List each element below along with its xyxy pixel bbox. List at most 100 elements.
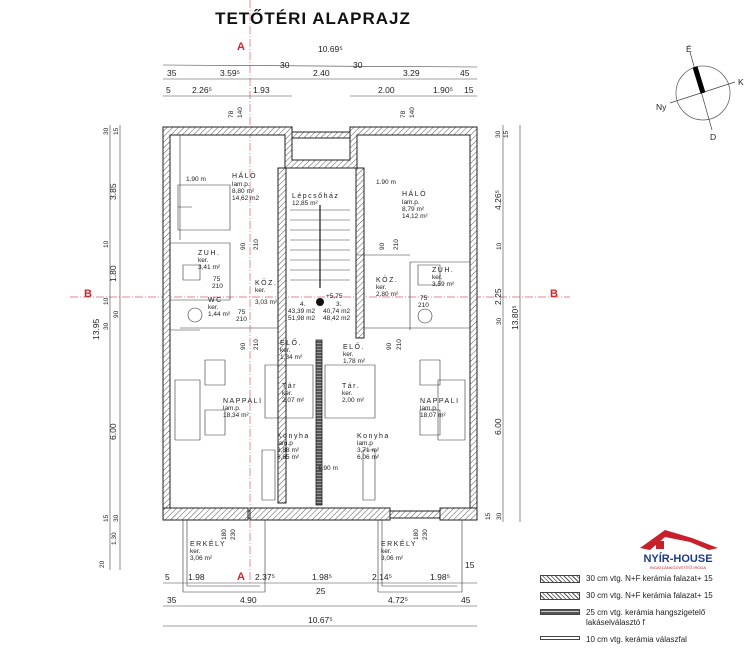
svg-text:+5,75: +5,75: [326, 293, 343, 300]
svg-text:90: 90: [240, 342, 247, 350]
svg-text:1.98: 1.98: [188, 572, 205, 582]
svg-text:HÁLÓ: HÁLÓ: [232, 171, 257, 180]
svg-text:ker.: ker.: [208, 304, 219, 311]
svg-text:45: 45: [460, 68, 470, 78]
svg-text:30: 30: [103, 127, 110, 135]
section-mark-a-top: A: [237, 41, 245, 53]
svg-text:15: 15: [103, 514, 110, 522]
svg-text:12,85 m²: 12,85 m²: [292, 200, 318, 207]
svg-text:14,12 m²: 14,12 m²: [402, 213, 428, 220]
svg-text:1.90 m: 1.90 m: [376, 179, 396, 186]
svg-text:2.37⁵: 2.37⁵: [255, 572, 275, 582]
svg-text:40,74 m2: 40,74 m2: [323, 308, 350, 315]
svg-text:lam.p: lam.p: [357, 440, 373, 447]
svg-text:ker.: ker.: [376, 284, 387, 291]
svg-text:210: 210: [393, 239, 400, 250]
room-nappali-left: NAPPALI lam.p. 18,34 m²: [223, 398, 263, 419]
svg-text:2.14⁵: 2.14⁵: [372, 572, 392, 582]
svg-text:13.80⁵: 13.80⁵: [510, 305, 520, 330]
svg-text:45: 45: [461, 595, 471, 605]
svg-text:25: 25: [316, 586, 326, 596]
room-wc-left: WC ker. 1,44 m²: [208, 297, 231, 318]
svg-text:4.26⁵: 4.26⁵: [493, 190, 503, 210]
svg-text:1.80: 1.80: [108, 265, 118, 282]
svg-text:180: 180: [221, 529, 228, 540]
svg-text:Tár: Tár: [282, 383, 297, 390]
svg-text:ERKÉLY: ERKÉLY: [381, 539, 417, 548]
svg-text:3,59 m²: 3,59 m²: [432, 281, 455, 288]
svg-text:6.00: 6.00: [493, 418, 503, 435]
svg-text:Ny: Ny: [656, 102, 667, 112]
svg-text:lam.p.: lam.p.: [223, 405, 241, 412]
svg-text:15: 15: [485, 512, 492, 520]
svg-text:10: 10: [103, 240, 110, 248]
wall-legend: 30 cm vtg. N+F kerámia falazat+ 15 30 cm…: [540, 574, 750, 652]
svg-text:lam.p.: lam.p.: [420, 405, 438, 412]
svg-text:2,80 m²: 2,80 m²: [376, 291, 399, 298]
svg-text:78: 78: [228, 110, 235, 118]
svg-text:15: 15: [503, 130, 510, 138]
svg-text:É: É: [686, 44, 692, 54]
svg-text:3,06 m²: 3,06 m²: [381, 555, 404, 562]
room-erkely-right: ERKÉLY ker. 3,06 m²: [381, 539, 417, 562]
svg-text:Tár.: Tár.: [342, 383, 360, 390]
svg-text:230: 230: [422, 529, 429, 540]
svg-text:ker.: ker.: [342, 390, 353, 397]
svg-text:30: 30: [103, 322, 110, 330]
room-konyha-left: Konyha lam.p 3,88 m² 6,65 m²: [277, 433, 308, 461]
svg-text:ker.: ker.: [432, 274, 443, 281]
dimensions-top: 10.69⁵ 35 3.59⁵ 30 2.40 30 3.29 45 5 2.2…: [162, 44, 478, 118]
svg-text:2.26⁵: 2.26⁵: [192, 85, 212, 95]
svg-text:Konyha: Konyha: [357, 433, 390, 440]
svg-text:1,84 m²: 1,84 m²: [280, 354, 303, 361]
svg-text:210: 210: [418, 302, 429, 309]
svg-text:2,07 m²: 2,07 m²: [282, 397, 305, 404]
svg-text:KÖZ.: KÖZ.: [255, 279, 277, 287]
svg-text:KÖZ.: KÖZ.: [376, 276, 398, 284]
svg-text:210: 210: [396, 339, 403, 350]
section-mark-a-bottom: A: [237, 571, 245, 583]
svg-text:3,06 m²: 3,06 m²: [190, 555, 213, 562]
svg-text:10.67⁵: 10.67⁵: [308, 615, 333, 625]
room-koz-left: KÖZ. ker. 3,03 m²: [255, 279, 278, 306]
svg-text:3,03 m²: 3,03 m²: [255, 299, 278, 306]
room-elo-right: ELŐ. ker. 1,78 m²: [343, 342, 366, 365]
svg-text:8,79 m²: 8,79 m²: [402, 206, 425, 213]
dimensions-right: 13.80⁵ 30 15 4.26⁵ 10 2.25 30 6.00 15 30: [485, 125, 521, 522]
svg-text:ker.: ker.: [343, 351, 354, 358]
svg-text:35: 35: [167, 68, 177, 78]
svg-text:30: 30: [495, 130, 502, 138]
svg-text:3.: 3.: [336, 301, 342, 308]
legend-label: 10 cm vtg. kerámia válaszfal: [586, 635, 687, 644]
svg-text:ZUH.: ZUH.: [198, 250, 220, 257]
svg-text:18,34 m²: 18,34 m²: [223, 412, 249, 419]
svg-text:1.90 m: 1.90 m: [186, 176, 206, 183]
svg-text:5: 5: [165, 572, 170, 582]
svg-text:20: 20: [99, 560, 106, 568]
room-halo-right: 1.90 m HÁLÓ lam.p. 8,79 m² 14,12 m²: [376, 179, 428, 220]
wall-swatch-icon: [540, 636, 580, 640]
svg-text:10: 10: [496, 242, 503, 250]
svg-text:2.25: 2.25: [493, 288, 503, 305]
plan-title: TETŐTÉRI ALAPRAJZ: [215, 9, 411, 28]
legend-item: 30 cm vtg. N+F kerámia falazat+ 15: [540, 574, 750, 584]
svg-text:NAPPALI: NAPPALI: [223, 398, 263, 405]
room-nappali-right: NAPPALI lam.p. 18,07 m²: [420, 398, 458, 419]
room-konyha-right: Konyha lam.p 3,71 m² 6,06 m²: [357, 433, 390, 461]
svg-text:Lépcsőház: Lépcsőház: [292, 193, 339, 200]
svg-text:1.98⁵: 1.98⁵: [430, 572, 450, 582]
svg-text:1.90⁵: 1.90⁵: [433, 85, 453, 95]
svg-text:5: 5: [166, 85, 171, 95]
dimensions-left: 13.95 30 15 3.85 10 1.80 10 90 30 6.00 1…: [91, 125, 121, 570]
svg-text:ERKÉLY: ERKÉLY: [190, 539, 226, 548]
svg-text:48,42 m2: 48,42 m2: [323, 315, 350, 322]
kitchen-width: 1.90 m: [318, 465, 338, 472]
svg-text:30: 30: [496, 317, 503, 325]
building-walls: [162, 126, 478, 593]
svg-text:1.98⁵: 1.98⁵: [312, 572, 332, 582]
svg-text:210: 210: [253, 339, 260, 350]
legend-item: 25 cm vtg. kerámia hangszigetelő lakásel…: [540, 608, 750, 628]
room-erkely-left: ERKÉLY ker. 3,06 m²: [190, 539, 226, 562]
legend-item: 30 cm vtg. N+F kerámia falazat+ 15: [540, 591, 750, 601]
